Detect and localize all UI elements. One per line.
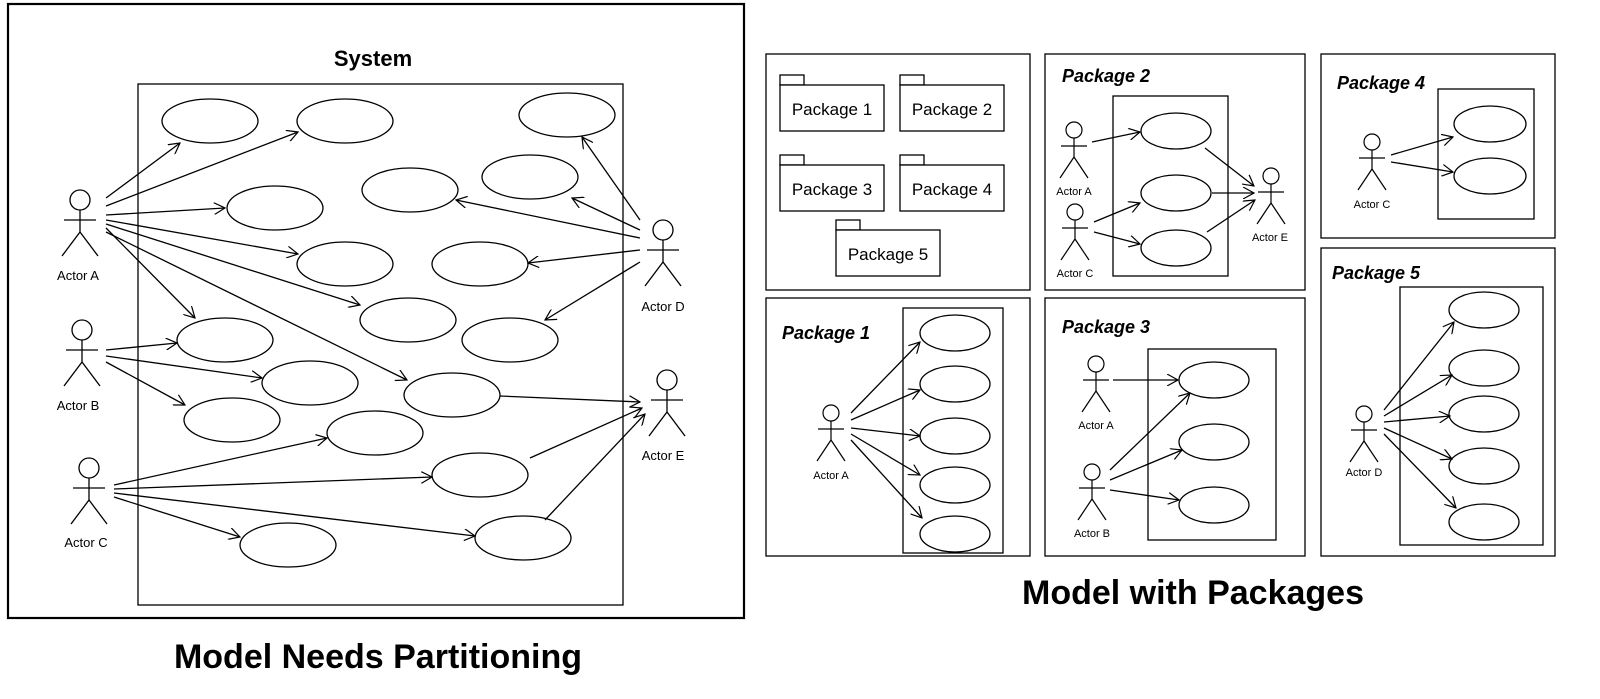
use-case: [226, 185, 324, 231]
package-4-panel: Package 4 Actor C: [1320, 53, 1556, 239]
actor-e-figure: [648, 369, 686, 437]
left-frame: [6, 2, 746, 620]
use-case: [183, 397, 281, 443]
use-case: [261, 360, 359, 406]
package-icon-3: Package 3: [779, 154, 885, 212]
overview-panel: Package 1 Package 2 Package 3 Package 4: [765, 53, 1031, 291]
use-case: [361, 167, 459, 213]
left-associations: [105, 132, 645, 537]
svg-text:Package 2: Package 2: [912, 100, 992, 119]
package-4-title: Package 4: [1337, 73, 1425, 93]
left-use-cases: [161, 92, 616, 568]
package-icon-2: Package 2: [899, 74, 1005, 132]
actor-c-label: Actor C: [64, 535, 107, 550]
actor-a-label: Actor A: [57, 268, 99, 283]
actor-c-figure: [70, 457, 108, 525]
use-case: [296, 241, 394, 287]
use-case: [176, 317, 274, 363]
package-icon-1: Package 1: [779, 74, 885, 132]
package-2-title: Package 2: [1062, 66, 1150, 86]
package-1-panel: Package 1 Actor A: [765, 297, 1031, 557]
svg-text:Package 3: Package 3: [792, 180, 872, 199]
use-case: [474, 515, 572, 561]
system-label: System: [334, 46, 412, 71]
actor-a-figure: [61, 189, 99, 257]
actor-d-figure: [644, 219, 682, 287]
p2-actor-e-label: Actor E: [1252, 232, 1288, 244]
use-case: [403, 372, 501, 418]
use-case: [161, 98, 259, 144]
use-case: [518, 92, 616, 138]
svg-text:Package 5: Package 5: [848, 245, 928, 264]
package-icon-4: Package 4: [899, 154, 1005, 212]
use-case: [481, 154, 579, 200]
actor-e-label: Actor E: [642, 448, 685, 463]
use-case: [239, 522, 337, 568]
p2-actor-c-label: Actor C: [1057, 268, 1094, 280]
use-case: [461, 317, 559, 363]
p2-actor-a-label: Actor A: [1056, 186, 1092, 198]
p3-actor-b-label: Actor B: [1074, 528, 1110, 540]
package-1-title: Package 1: [782, 323, 870, 343]
use-case: [431, 452, 529, 498]
actor-b-label: Actor B: [57, 398, 100, 413]
package-5-panel: Package 5 Actor D: [1320, 247, 1556, 557]
use-case: [326, 410, 424, 456]
p4-actor-c-label: Actor C: [1354, 199, 1391, 211]
right-caption: Model with Packages: [1022, 574, 1364, 612]
p1-actor-a-label: Actor A: [813, 470, 849, 482]
svg-text:Package 1: Package 1: [792, 100, 872, 119]
actor-b-figure: [63, 319, 101, 387]
left-caption: Model Needs Partitioning: [174, 638, 582, 676]
package-3-title: Package 3: [1062, 317, 1150, 337]
actor-d-label: Actor D: [641, 299, 684, 314]
use-case: [359, 297, 457, 343]
package-3-panel: Package 3 Actor A Actor B: [1044, 297, 1306, 557]
package-2-panel: Package 2 Actor A Actor C Actor E: [1044, 53, 1306, 291]
p3-actor-a-label: Actor A: [1078, 420, 1114, 432]
use-case: [296, 98, 394, 144]
right-diagram: Package 1 Package 2 Package 3 Package 4: [765, 53, 1556, 612]
svg-text:Package 4: Package 4: [912, 180, 992, 199]
left-diagram: System Actor A Actor B: [6, 2, 746, 676]
use-case: [431, 241, 529, 287]
package-5-title: Package 5: [1332, 263, 1421, 283]
package-icon-5: Package 5: [835, 219, 941, 277]
p5-actor-d-label: Actor D: [1346, 467, 1383, 479]
